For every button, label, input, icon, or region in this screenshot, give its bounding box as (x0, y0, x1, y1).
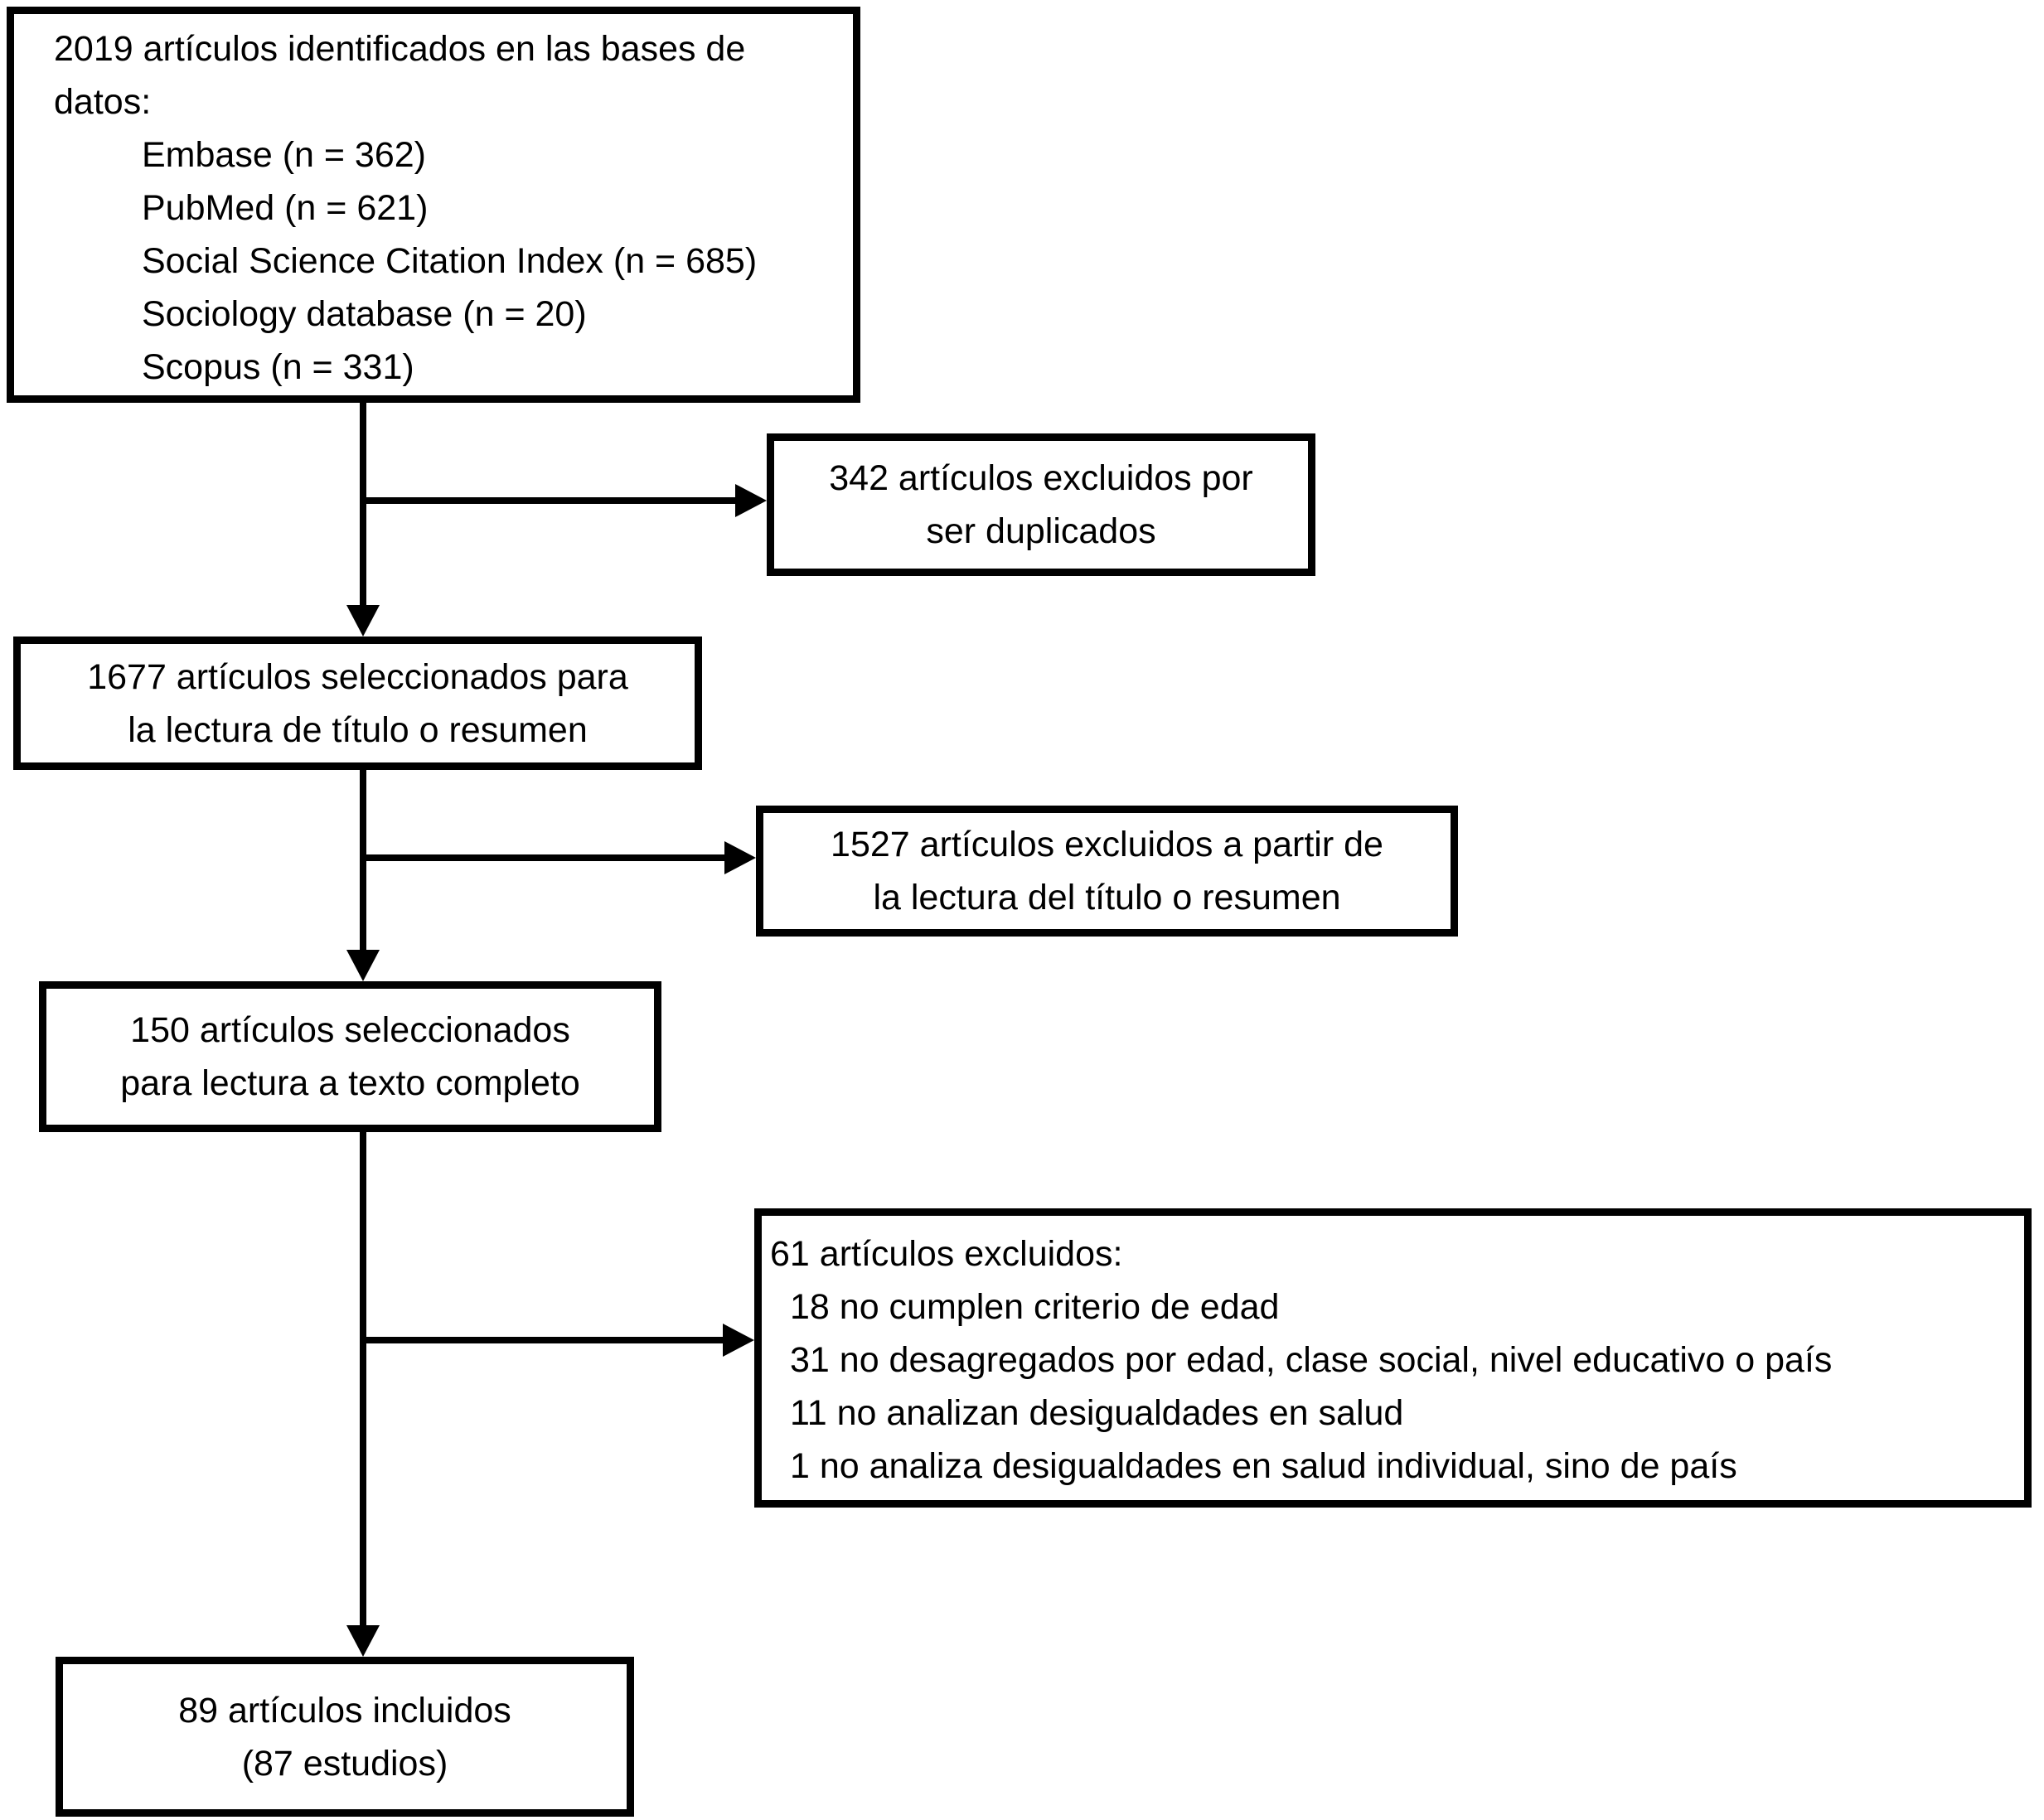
exclusion-reason-item: 31 no desagregados por edad, clase socia… (790, 1340, 1833, 1380)
connector-to-excluded-duplicates (363, 497, 736, 504)
excluded-fulltext-title: 61 artículos excluidos: (770, 1234, 1123, 1274)
box-excluded-fulltext: 61 artículos excluidos: 18 no cumplen cr… (754, 1208, 2032, 1508)
box-articles-included: 89 artículos incluidos (87 estudios) (56, 1657, 634, 1817)
arrow-right-icon (735, 484, 767, 517)
box-articles-identified: 2019 artículos identificados en las base… (7, 7, 860, 403)
included-text-line: (87 estudios) (241, 1743, 448, 1784)
box-excluded-title-abstract: 1527 artículos excluidos a partir de la … (756, 806, 1458, 937)
arrow-right-icon (724, 841, 756, 874)
connector-fulltext-to-included (360, 1132, 366, 1627)
box-selected-fulltext: 150 artículos seleccionados para lectura… (39, 981, 661, 1132)
connector-selected-to-fulltext (360, 770, 366, 953)
database-item: Embase (n = 362) (142, 135, 426, 175)
arrow-right-icon (723, 1324, 754, 1357)
database-item: PubMed (n = 621) (142, 188, 429, 228)
database-item: Social Science Citation Index (n = 685) (142, 241, 758, 281)
database-item: Sociology database (n = 20) (142, 294, 587, 334)
excluded-title-abstract-text-line: la lectura del título o resumen (873, 878, 1341, 917)
arrow-down-icon (346, 1625, 380, 1657)
exclusion-reason-item: 18 no cumplen criterio de edad (790, 1287, 1280, 1327)
exclusion-reason-item: 11 no analizan desigualdades en salud (790, 1393, 1404, 1433)
database-item: Scopus (n = 331) (142, 347, 414, 387)
connector-to-excluded-fulltext (363, 1337, 723, 1343)
exclusion-reason-item: 1 no analiza desigualdades en salud indi… (790, 1446, 1737, 1486)
connector-identified-to-selected (360, 403, 366, 608)
arrow-down-icon (346, 605, 380, 637)
excluded-title-abstract-text-line: 1527 artículos excluidos a partir de (831, 825, 1383, 864)
identified-text-line: 2019 artículos identificados en las base… (54, 29, 746, 69)
database-list: Embase (n = 362) PubMed (n = 621) Social… (54, 128, 841, 394)
exclusion-reason-list: 18 no cumplen criterio de edad 31 no des… (770, 1280, 2013, 1493)
box-excluded-duplicates: 342 artículos excluidos por ser duplicad… (767, 433, 1315, 576)
arrow-down-icon (346, 950, 380, 981)
included-text-line: 89 artículos incluidos (178, 1690, 511, 1730)
excluded-duplicates-text-line: ser duplicados (926, 511, 1156, 551)
selected-fulltext-text-line: 150 artículos seleccionados (130, 1010, 570, 1050)
selected-fulltext-text-line: para lectura a texto completo (120, 1063, 580, 1103)
connector-to-excluded-title-abstract (363, 854, 725, 861)
excluded-duplicates-text-line: 342 artículos excluidos por (829, 458, 1253, 498)
selected-title-abstract-text-line: la lectura de título o resumen (128, 709, 588, 750)
box-selected-title-abstract: 1677 artículos seleccionados para la lec… (13, 637, 702, 770)
selected-title-abstract-text-line: 1677 artículos seleccionados para (87, 656, 628, 697)
identified-text-line: datos: (54, 82, 152, 122)
